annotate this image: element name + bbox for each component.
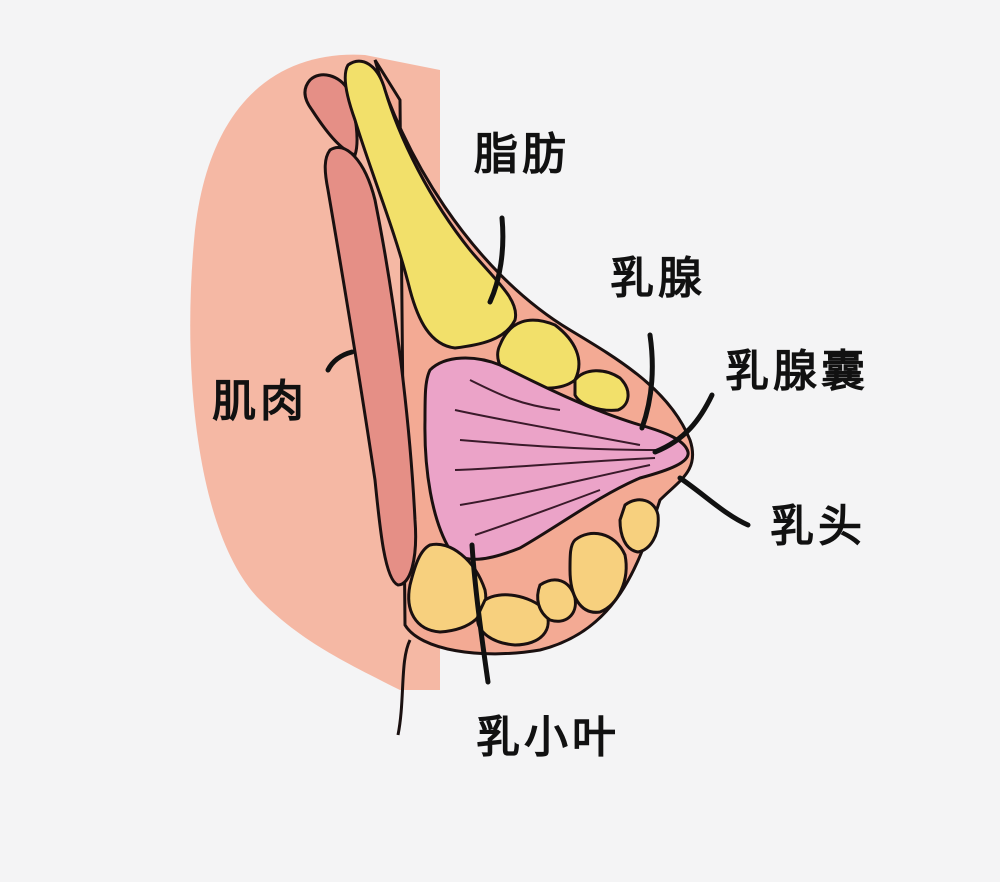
label-mammary-gland: 乳腺 — [610, 253, 706, 304]
gland-ducts — [454, 379, 661, 536]
leader-line-muscle — [325, 349, 355, 373]
mammary-gland-tissue — [423, 356, 690, 561]
leader-line-mammary-gland — [639, 332, 655, 431]
lower-fat-lobes — [407, 498, 660, 647]
label-mammary-duct: 乳腺囊 — [725, 346, 869, 397]
leader-line-nipple — [677, 475, 751, 528]
label-lobule: 乳小叶 — [476, 712, 620, 763]
upper-fat — [343, 59, 518, 350]
label-fat: 脂肪 — [474, 129, 570, 180]
label-muscle: 肌肉 — [212, 376, 308, 427]
label-nipple: 乳头 — [770, 501, 866, 552]
leader-line-mammary-duct — [652, 392, 715, 455]
body-contour-line — [396, 639, 412, 736]
leader-line-fat — [487, 215, 506, 305]
leader-line-lobule — [469, 542, 491, 685]
pectoral-muscle — [323, 146, 418, 587]
